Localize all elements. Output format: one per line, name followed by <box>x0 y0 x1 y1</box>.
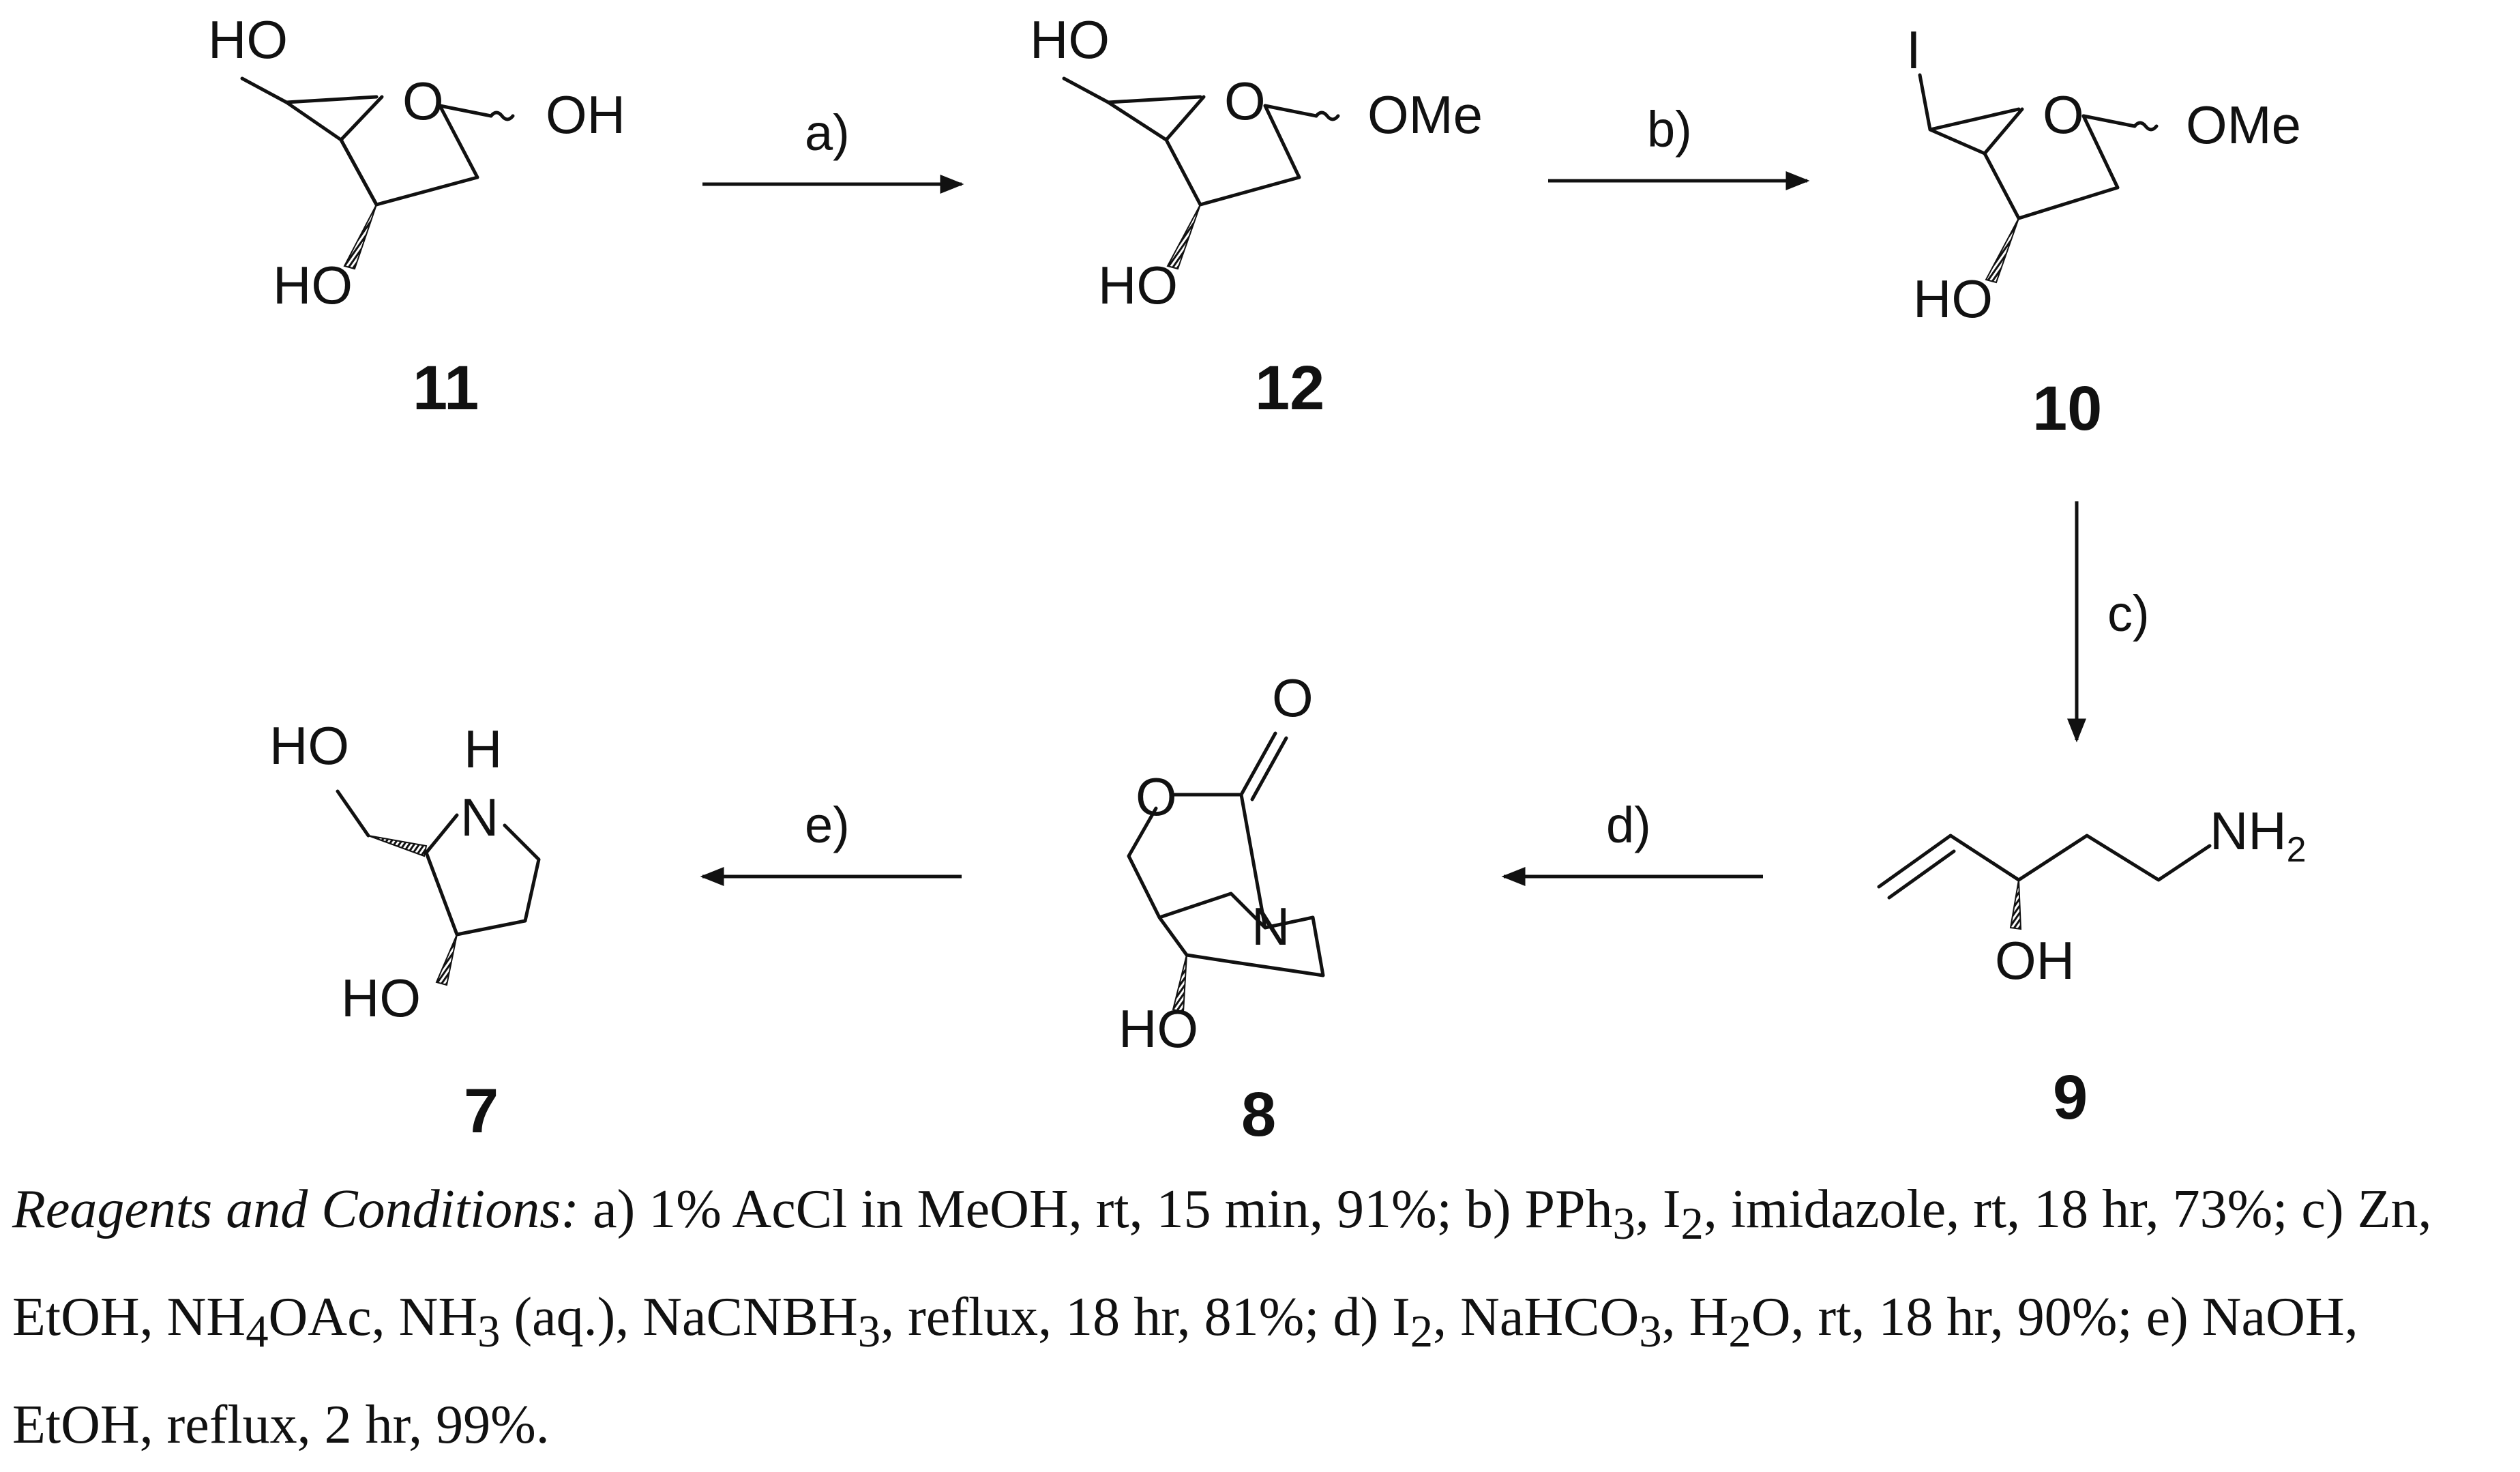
hydroxyl-label: OH <box>1995 930 2075 990</box>
compound-number: 7 <box>464 1076 499 1146</box>
compound-number: 9 <box>2053 1063 2088 1132</box>
ring-oxygen-label: O <box>1136 767 1177 827</box>
hydroxyl-label: HO <box>208 10 288 70</box>
caption-subscript: 2 <box>1410 1307 1434 1357</box>
ring-oxygen-label: O <box>2043 85 2084 145</box>
caption-text: , H <box>1661 1287 1729 1347</box>
hashed-wedge-bond <box>343 204 377 270</box>
hydroxyl-label: HO <box>1030 10 1110 70</box>
hydroxyl-label: HO <box>269 716 349 776</box>
arrow-b: b) <box>1548 101 1810 190</box>
compound-7: HO H N HO 7 <box>269 716 541 1146</box>
hashed-wedge-bond <box>1172 954 1187 1014</box>
compound-number: 12 <box>1255 353 1324 423</box>
compound-11: HO O OH HO 11 <box>208 10 625 423</box>
iodine-label: I <box>1906 20 1921 80</box>
compound-8: O O N HO 8 <box>1118 668 1325 1149</box>
hydrogen-label: H <box>464 719 502 779</box>
amine-label: NH2 <box>2210 801 2307 870</box>
caption-subscript: 3 <box>477 1307 501 1357</box>
caption-lead: Reagents and Conditions: <box>12 1179 580 1239</box>
step-label: b) <box>1647 101 1692 158</box>
step-label: a) <box>805 104 850 161</box>
caption-subscript: 3 <box>1639 1307 1662 1357</box>
hashed-wedge-bond <box>1985 218 2019 284</box>
caption-text: , reflux, 18 hr, 81%; d) I <box>880 1287 1410 1347</box>
methoxy-label: OMe <box>1367 85 1483 145</box>
nitrogen-label: N <box>1251 896 1290 956</box>
caption-text: , imidazole, rt, 18 hr, 73%; c) Zn, EtOH… <box>12 1179 2432 1347</box>
compound-10: I O OMe HO 10 <box>1906 20 2301 443</box>
arrow-c: c) <box>2067 501 2150 743</box>
ring-oxygen-label: O <box>402 71 444 131</box>
caption-subscript: 2 <box>1728 1307 1751 1357</box>
caption-subscript: 4 <box>246 1307 269 1357</box>
hashed-wedge-bond <box>435 934 458 986</box>
caption-text: , I <box>1635 1179 1681 1239</box>
caption-text: a) 1% AcCl in MeOH, rt, 15 min, 91%; b) … <box>579 1179 1613 1239</box>
hydroxyl-label: OH <box>546 85 625 145</box>
step-label: d) <box>1606 797 1651 853</box>
step-label: c) <box>2107 585 2150 642</box>
hashed-wedge-bond <box>1166 204 1201 270</box>
methoxy-label: OMe <box>2186 95 2301 155</box>
ring-oxygen-label: O <box>1224 71 1266 131</box>
hydroxyl-label: HO <box>1098 255 1178 315</box>
hashed-wedge-bond <box>368 835 428 857</box>
arrow-d: d) <box>1501 797 1763 886</box>
caption-text: (aq.), NaCNBH <box>500 1287 858 1347</box>
hydroxyl-label: HO <box>341 968 421 1028</box>
caption-text: , NaHCO <box>1433 1287 1640 1347</box>
compound-9: NH2 OH 9 <box>1877 801 2307 1132</box>
hydroxyl-label: HO <box>1118 999 1198 1059</box>
compound-number: 11 <box>413 353 479 423</box>
carbonyl-oxygen-label: O <box>1272 668 1314 728</box>
compound-12: HO O OMe HO 12 <box>1030 10 1483 423</box>
arrow-e: e) <box>700 797 962 886</box>
hydroxyl-label: HO <box>273 255 353 315</box>
wavy-bond <box>1314 111 1340 121</box>
caption-subscript: 2 <box>1680 1199 1704 1249</box>
caption-text: OAc, NH <box>268 1287 478 1347</box>
reagents-caption: Reagents and Conditions: a) 1% AcCl in M… <box>12 1163 2512 1472</box>
arrow-a: a) <box>702 104 964 194</box>
caption-text: O, rt, 18 hr, 90%; e) NaOH, EtOH, reflux… <box>12 1287 2358 1455</box>
caption-subscript: 3 <box>1612 1199 1635 1249</box>
compound-number: 10 <box>2032 374 2102 443</box>
nitrogen-label: N <box>460 787 499 847</box>
wavy-bond <box>2133 121 2159 132</box>
compound-number: 8 <box>1241 1080 1276 1149</box>
caption-subscript: 3 <box>857 1307 881 1357</box>
hashed-wedge-bond <box>2009 879 2022 930</box>
wavy-bond <box>489 111 515 121</box>
step-label: e) <box>805 797 850 853</box>
hydroxyl-label: HO <box>1913 269 1993 329</box>
